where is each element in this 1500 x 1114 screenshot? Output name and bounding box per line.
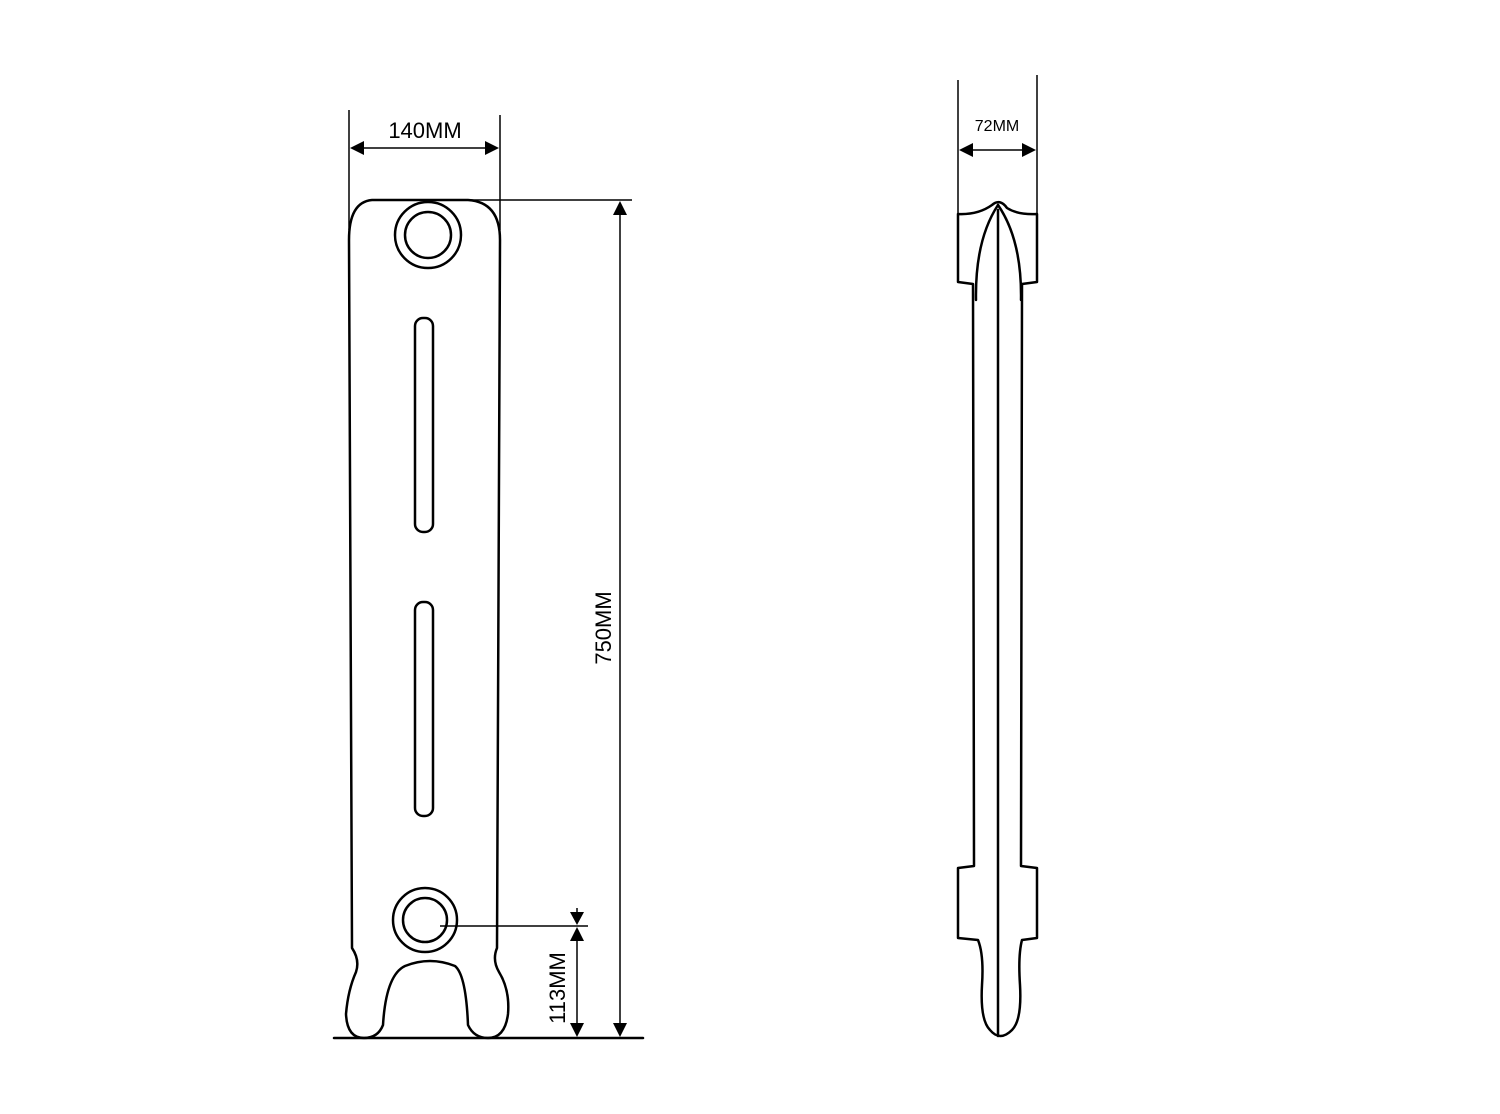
width-arrow-right — [485, 141, 499, 155]
pipe-arrow-bottom — [570, 1023, 584, 1037]
side-inner-fin — [974, 203, 1000, 302]
depth-label: 72MM — [975, 118, 1019, 135]
width-label: 140MM — [388, 118, 461, 143]
height-arrow-top — [613, 201, 627, 215]
front-view: 140MM 750MM 113MM — [332, 110, 645, 1040]
depth-arrow-right — [1022, 143, 1036, 157]
bottom-port-inner — [401, 896, 449, 944]
pipe-arrow-upper — [570, 912, 584, 925]
side-view: 72MM — [956, 75, 1039, 1038]
width-arrow-left — [350, 141, 364, 155]
height-arrow-bottom — [613, 1023, 627, 1037]
upper-slot — [413, 316, 435, 534]
pipe-height-label: 113MM — [545, 952, 570, 1024]
top-port-inner — [403, 210, 453, 260]
side-body-outline — [956, 200, 1039, 1038]
pipe-arrow-lower-top — [570, 927, 584, 941]
top-port-outer — [393, 200, 463, 270]
height-label: 750MM — [591, 591, 616, 664]
side-inner-fin-right — [996, 203, 1023, 302]
front-body-outline — [344, 198, 510, 1040]
lower-slot — [413, 600, 435, 818]
depth-arrow-left — [959, 143, 973, 157]
bottom-port-outer — [391, 886, 459, 954]
